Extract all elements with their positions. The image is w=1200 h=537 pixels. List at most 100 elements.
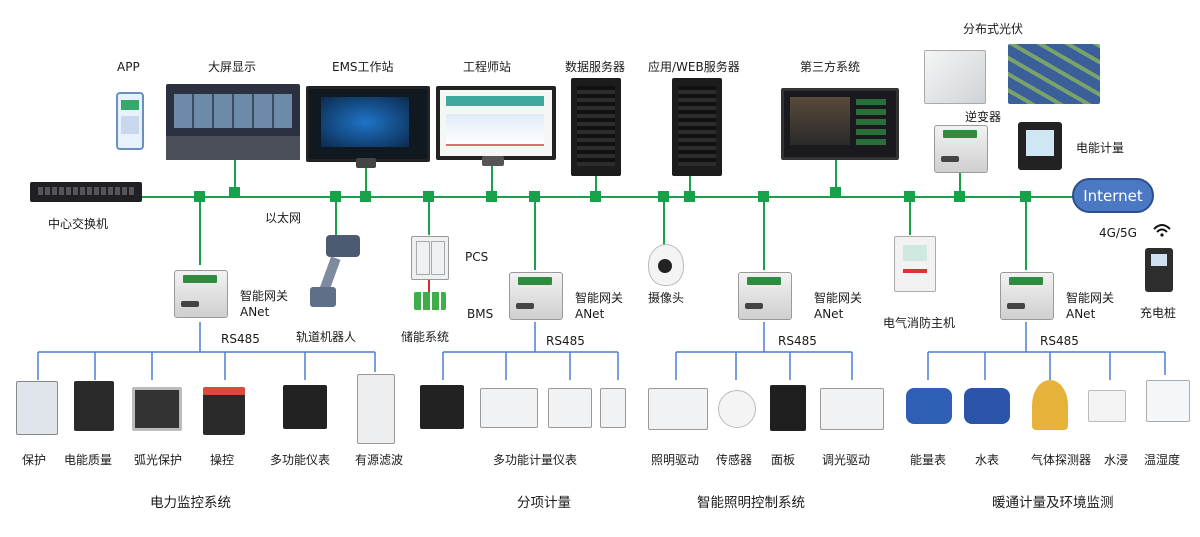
- energy-meter-icon: [1018, 122, 1062, 170]
- gateway-anet-label: ANet: [240, 305, 270, 319]
- label-storage: 储能系统: [401, 330, 450, 344]
- engineer-monitor-icon: [436, 86, 556, 160]
- label-inverter: 逆变器: [965, 110, 1002, 124]
- item-label: 多功能计量仪表: [493, 453, 578, 467]
- panel-icon: [770, 385, 806, 431]
- camera-icon: [648, 244, 684, 286]
- label-pv: 分布式光伏: [963, 22, 1024, 36]
- bus-node: [360, 191, 371, 202]
- rail-robot-icon: [306, 235, 364, 325]
- rs485-label: RS485: [1040, 334, 1079, 348]
- control-device-icon: [203, 387, 245, 435]
- item-label: 气体探测器: [1031, 453, 1092, 467]
- meter-icon: [600, 388, 626, 428]
- gateway-label: 智能网关: [240, 289, 289, 303]
- multifunction-meter-icon: [283, 385, 327, 429]
- item-label: 电能质量: [64, 453, 113, 467]
- gateway-icon: [738, 272, 792, 320]
- power-quality-device-icon: [74, 381, 114, 431]
- bus-node: [194, 191, 205, 202]
- gateway-icon: [1000, 272, 1054, 320]
- switch-icon: [30, 182, 142, 202]
- battery-icon: [414, 292, 446, 310]
- label-big-screen: 大屏显示: [208, 60, 257, 74]
- item-label: 调光驱动: [822, 453, 871, 467]
- pv-meter-icon: [934, 125, 988, 173]
- bus-node: [330, 191, 341, 202]
- rs485-label: RS485: [221, 332, 260, 346]
- inverter-icon: [924, 50, 986, 104]
- bus-node: [529, 191, 540, 202]
- lighting-driver-icon: [648, 388, 708, 430]
- sensor-icon: [718, 390, 756, 428]
- item-label: 水浸: [1104, 453, 1129, 467]
- solar-panel-icon: [1008, 44, 1100, 104]
- monitor-stand-icon: [482, 156, 504, 166]
- phone-icon: [116, 92, 144, 150]
- label-engineer: 工程师站: [463, 60, 512, 74]
- bus-drops: [199, 160, 1027, 270]
- item-label: 能量表: [910, 453, 947, 467]
- web-server-icon: [672, 78, 722, 176]
- wifi-icon: [1152, 222, 1172, 237]
- bus-node: [658, 191, 669, 202]
- rs485-buses: [37, 322, 1166, 380]
- bus-node: [758, 191, 769, 202]
- group-title: 分项计量: [517, 495, 571, 511]
- dimmer-driver-icon: [820, 388, 884, 430]
- label-switch: 中心交换机: [48, 217, 109, 231]
- bus-node: [423, 191, 434, 202]
- item-label: 温湿度: [1144, 453, 1181, 467]
- item-label: 保护: [22, 453, 47, 467]
- gateway-icon: [174, 270, 228, 318]
- third-party-monitor-icon: [781, 88, 899, 160]
- label-robot: 轨道机器人: [296, 330, 357, 344]
- label-charger: 充电桩: [1140, 306, 1177, 320]
- bus-node: [1020, 191, 1031, 202]
- monitor-stand-icon: [356, 158, 376, 168]
- label-pcs: PCS: [465, 250, 489, 264]
- gateway-anet-label: ANet: [1066, 307, 1096, 321]
- item-label: 多功能仪表: [270, 453, 331, 467]
- meter-icon: [480, 388, 538, 428]
- label-fire: 电气消防主机: [883, 316, 956, 330]
- pcs-cabinet-icon: [411, 236, 449, 280]
- gateway-anet-label: ANet: [575, 307, 605, 321]
- bus-node: [229, 187, 240, 198]
- label-bms: BMS: [467, 307, 494, 321]
- bus-node: [684, 191, 695, 202]
- big-screen-icon: [166, 84, 300, 160]
- charger-icon: [1145, 248, 1173, 292]
- item-label: 操控: [210, 453, 235, 467]
- fire-host-icon: [894, 236, 936, 292]
- ems-monitor-icon: [306, 86, 430, 162]
- rs485-label: RS485: [778, 334, 817, 348]
- protection-device-icon: [16, 381, 58, 435]
- gateway-label: 智能网关: [1066, 291, 1115, 305]
- gateway-icon: [509, 272, 563, 320]
- item-label: 传感器: [716, 453, 753, 467]
- internet-cloud: Internet: [1072, 178, 1154, 213]
- active-filter-icon: [357, 374, 395, 444]
- bus-node: [904, 191, 915, 202]
- bus-node: [486, 191, 497, 202]
- label-third-party: 第三方系统: [800, 60, 861, 74]
- rs485-label: RS485: [546, 334, 585, 348]
- item-label: 照明驱动: [651, 453, 700, 467]
- item-label: 有源滤波: [355, 453, 404, 467]
- gateway-anet-label: ANet: [814, 307, 844, 321]
- label-ems: EMS工作站: [332, 60, 394, 74]
- water-leak-icon: [1088, 390, 1126, 422]
- label-camera: 摄像头: [648, 291, 685, 305]
- label-web-server: 应用/WEB服务器: [648, 60, 740, 74]
- group-title: 电力监控系统: [150, 495, 231, 511]
- temp-humidity-icon: [1146, 380, 1190, 422]
- gas-detector-icon: [1032, 380, 1068, 430]
- label-energy-meter-top: 电能计量: [1076, 141, 1125, 155]
- item-label: 弧光保护: [134, 453, 183, 467]
- group-title: 智能照明控制系统: [697, 495, 805, 511]
- bus-node: [954, 191, 965, 202]
- water-meter-icon: [964, 388, 1010, 424]
- energy-meter-device-icon: [906, 388, 952, 424]
